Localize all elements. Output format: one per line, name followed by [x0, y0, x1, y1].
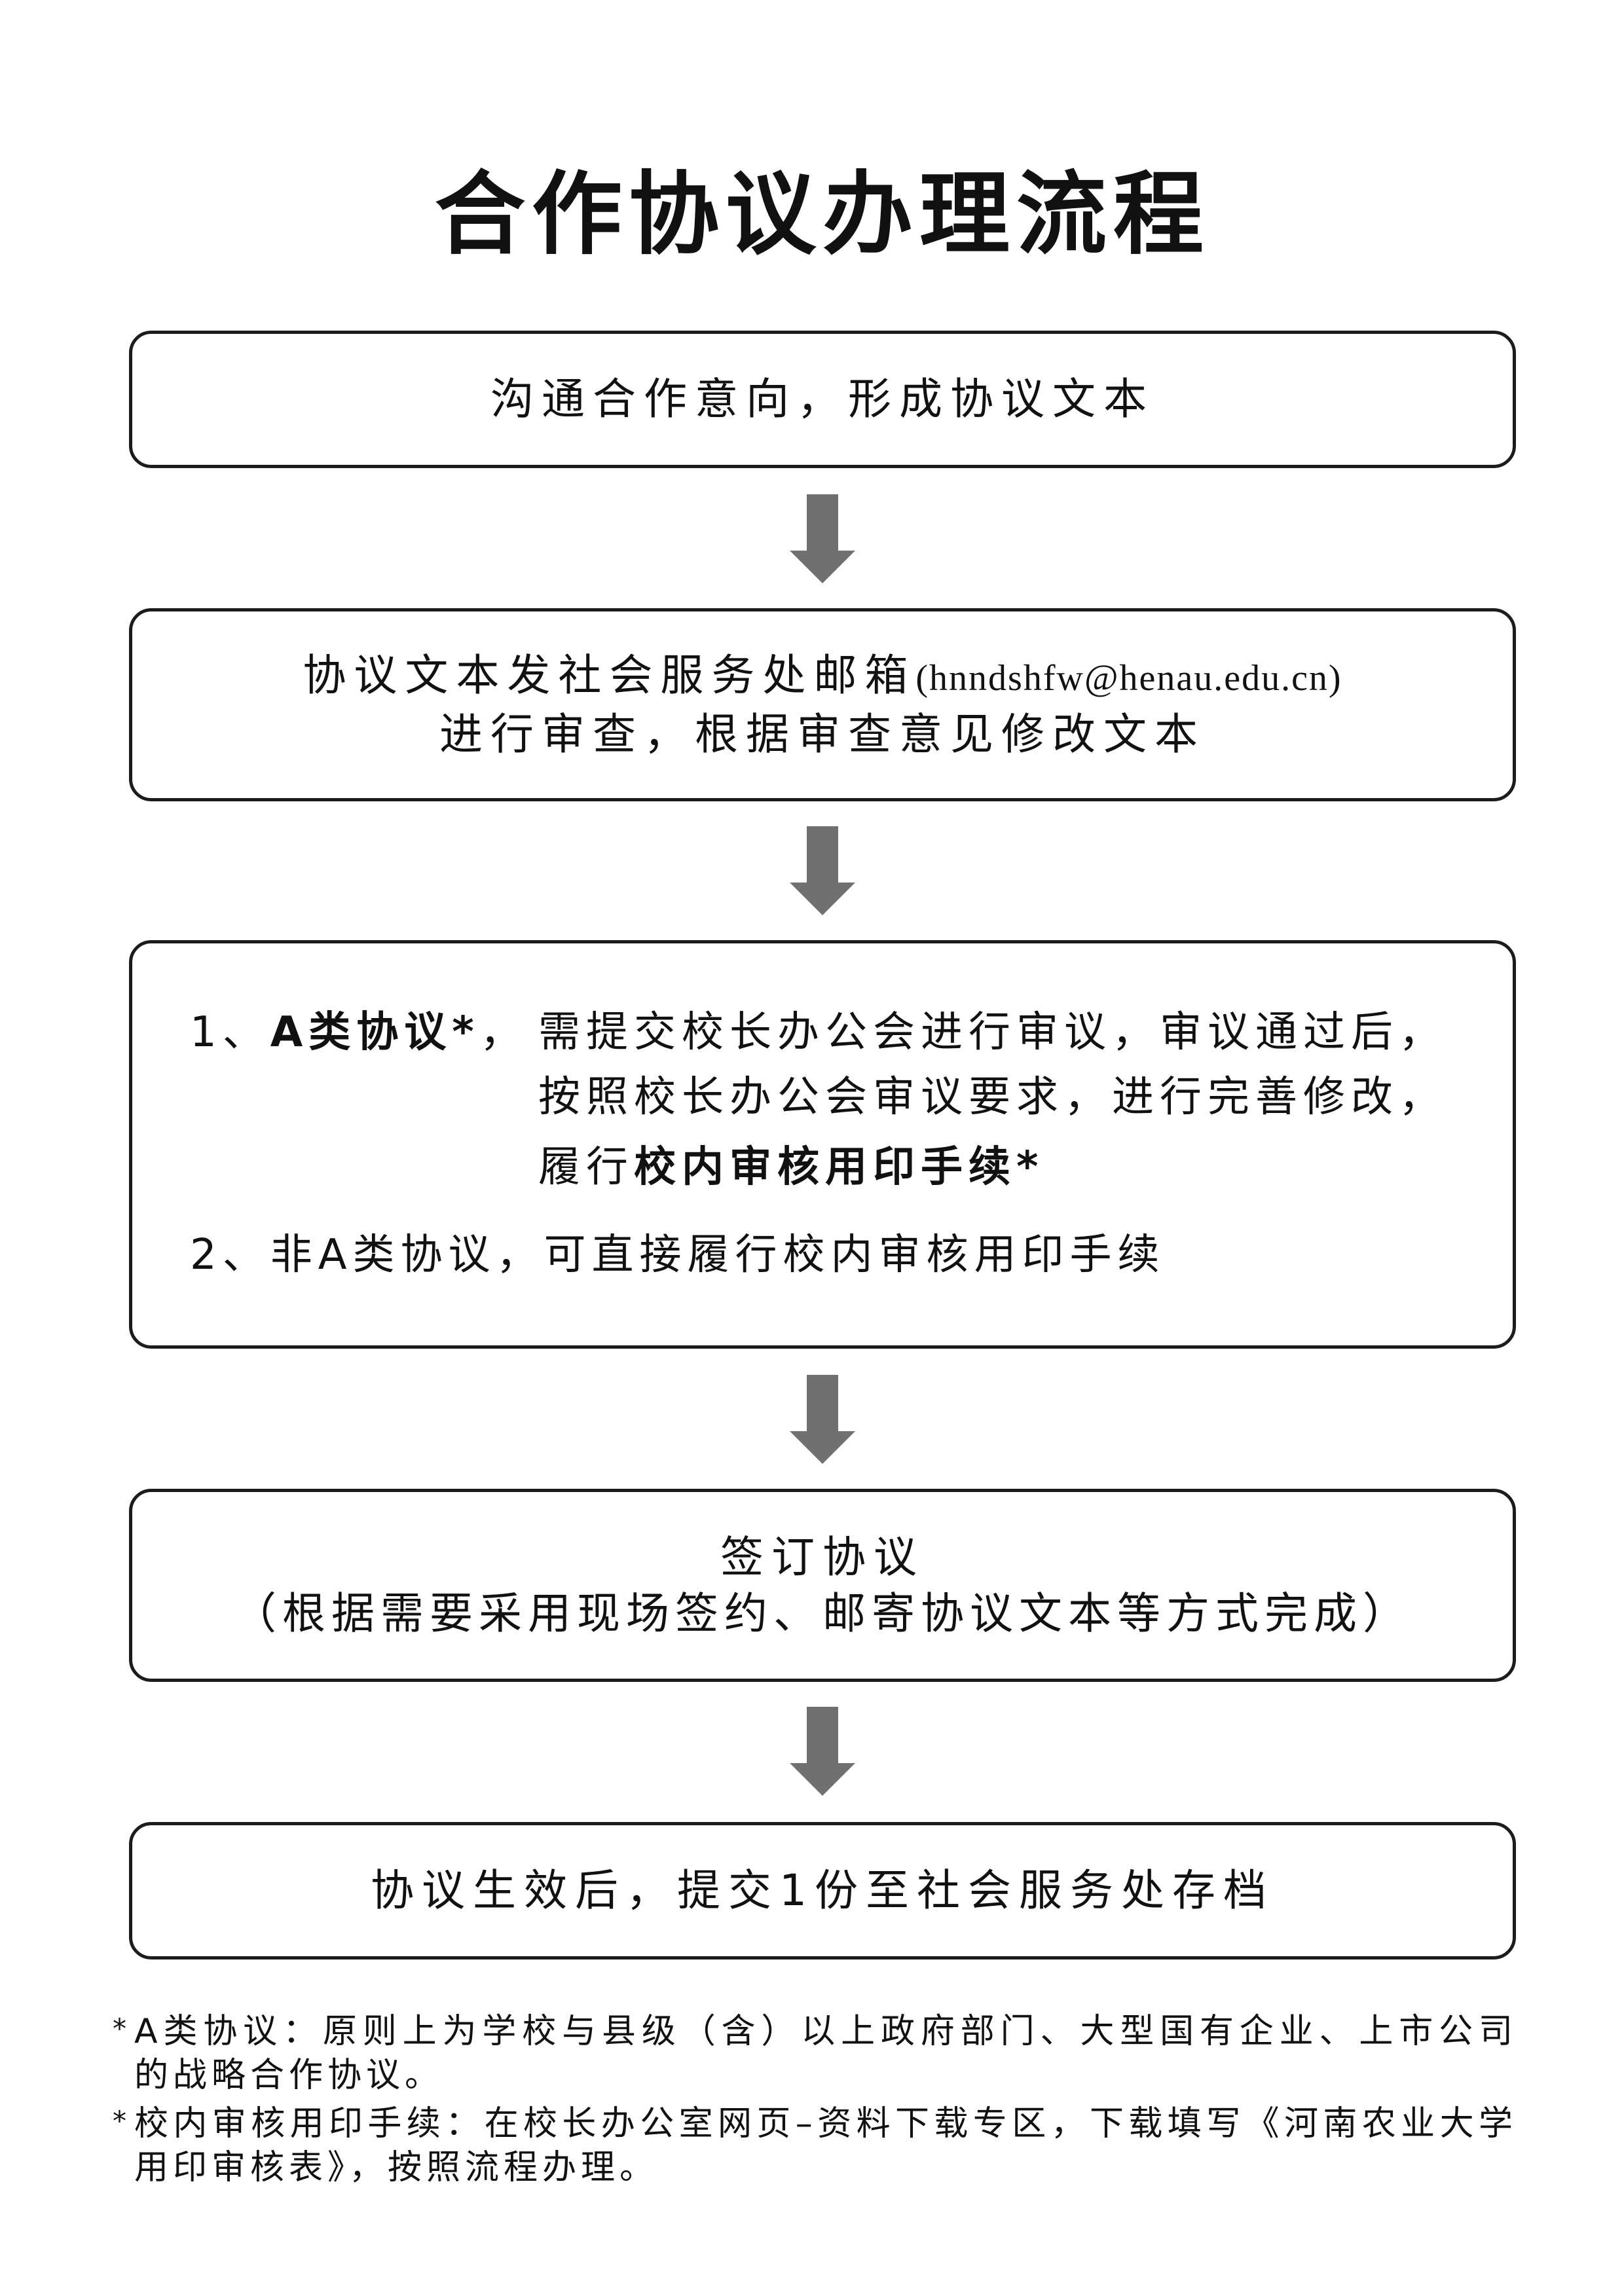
step-text: 沟通合作意向，形成协议文本: [490, 374, 1154, 424]
step-box-sign: 签订协议 （根据需要采用现场签约、邮寄协议文本等方式完成）: [129, 1489, 1516, 1682]
step-box-communicate-intent: 沟通合作意向，形成协议文本: [129, 331, 1516, 468]
footnote-text: A类协议：原则上为学校与县级（含）以上政府部门、大型国有企业、上市公司: [134, 2012, 1513, 2051]
footnote-marker: *: [113, 2013, 126, 2045]
footnote-text: 用印审核表》，按照流程办理。: [134, 2148, 659, 2187]
step-box-archive: 协议生效后，提交1份至社会服务处存档: [129, 1822, 1516, 1959]
item-term: A类协议*: [270, 1008, 480, 1057]
list-item-head: 1、A类协议*，: [190, 1000, 528, 1065]
email-address: (hnndshfw@henau.edu.cn): [915, 657, 1342, 699]
step-box-approval: 1、A类协议*， 需提交校长办公会进行审议，审议通过后， 按照校长办公会审议要求…: [129, 940, 1516, 1349]
list-item-text: 按照校长办公会审议要求，进行完善修改，: [538, 1073, 1447, 1121]
item-number: 1、: [190, 1008, 270, 1057]
step-text-line: 协议文本发社会服务处邮箱(hnndshfw@henau.edu.cn): [303, 647, 1342, 706]
list-item-text: 需提交校长办公会进行审议，审议通过后，: [538, 1008, 1447, 1057]
list-item-non-a-class: 2、非A类协议，可直接履行校内审核用印手续: [190, 1231, 1166, 1279]
down-arrow-icon: [790, 826, 855, 915]
page-title: 合作协议办理流程: [434, 160, 1210, 267]
list-item-text: 履行校内审核用印手续*: [538, 1135, 1044, 1200]
footnote-text: 的战略合作协议。: [134, 2056, 444, 2095]
down-arrow-icon: [790, 494, 855, 583]
down-arrow-icon: [790, 1707, 855, 1796]
footnote-marker: *: [113, 2105, 126, 2137]
step-box-submit-review: 协议文本发社会服务处邮箱(hnndshfw@henau.edu.cn) 进行审查…: [129, 608, 1516, 801]
item-separator: ，: [479, 1008, 528, 1057]
step-text: 进行审查，根据审查意见修改文本: [439, 708, 1206, 759]
step-note: （根据需要采用现场签约、邮寄协议文本等方式完成）: [233, 1588, 1412, 1639]
down-arrow-icon: [790, 1375, 855, 1464]
step-text: 协议生效后，提交1份至社会服务处存档: [371, 1865, 1274, 1916]
footnote-text: 校内审核用印手续：在校长办公室网页–资料下载专区，下载填写《河南农业大学: [134, 2104, 1513, 2143]
list-item-term: 校内审核用印手续*: [634, 1143, 1044, 1192]
step-text: 协议文本发社会服务处邮箱: [303, 649, 916, 701]
step-title: 签订协议: [720, 1531, 925, 1582]
list-item-prefix: 履行: [538, 1143, 634, 1192]
